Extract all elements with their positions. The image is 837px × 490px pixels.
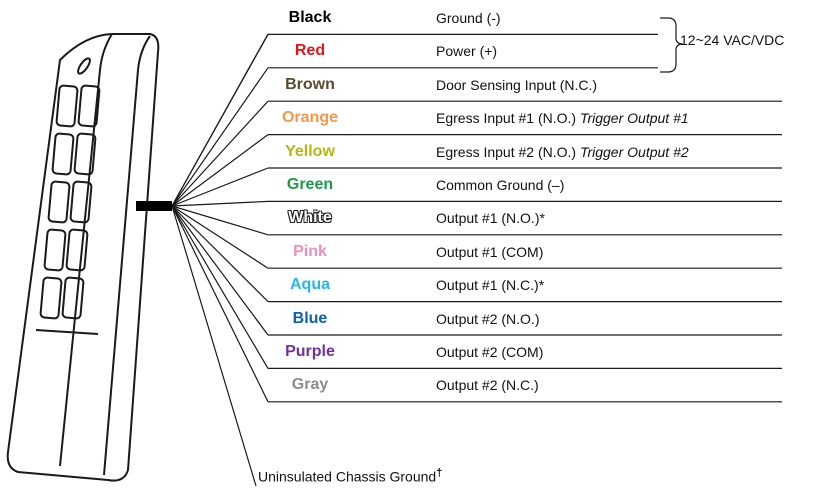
device-lower-panel [35,329,99,335]
key-column-left [39,84,79,320]
device-outer-shell [6,33,160,482]
wire-function: Output #2 (N.O.) [436,303,539,335]
wire-function: Egress Input #2 (N.O.) Trigger Output #2 [436,136,689,168]
wire-row: Blue Output #2 (N.O.) [0,303,837,335]
supply-brace [660,17,684,73]
wire-color-name: Yellow [285,142,335,160]
wire-function-text: Ground (-) [436,10,501,26]
chassis-ground-label: Uninsulated Chassis Ground† [258,463,442,487]
wire-row: Green Common Ground (–) [0,169,837,201]
cable-exit [136,201,172,211]
wire-lead [171,134,269,207]
wire-function-text: Output #2 (COM) [436,344,544,360]
wire-color-name: Brown [285,75,335,93]
wire-lead [171,205,269,269]
wire-function-text: Egress Input #1 (N.O.) [436,110,580,127]
wire-lead [171,200,269,207]
wire-row: Orange Egress Input #1 (N.O.) Trigger Out… [0,102,837,134]
wire-function-text: Output #1 (N.C.)* [436,277,545,294]
power-supply-label: 12~24 VAC/VDC [680,32,785,48]
wire-function: Output #1 (N.C.)* [436,269,544,301]
wire-row: White Output #1 (N.O.)* [0,202,837,234]
wire-function: Ground (-) [436,2,501,34]
device-front-edge [59,33,113,467]
wire-lead [171,33,269,207]
wire-function: Door Sensing Input (N.C.) [436,69,597,101]
wire-function-text: Output #2 (N.C.) [436,377,539,394]
wire-row: Black Ground (-) [0,2,837,34]
wire-fan [171,33,782,487]
wire-lead [171,205,269,403]
wire-function-text: Common Ground (–) [436,177,565,193]
chassis-ground-text: Uninsulated Chassis Ground [258,468,437,485]
keypad-reader-device [6,33,160,482]
wire-color-name: Black [288,9,332,26]
wire-function: Power (+) [436,35,497,67]
wire-color-name: Pink [293,242,327,260]
wire-function: Egress Input #1 (N.O.) Trigger Output #1 [436,102,689,134]
wire-row: Yellow Egress Input #2 (N.O.) Trigger Out… [0,136,837,168]
wire-function-text: Door Sensing Input (N.C.) [436,76,598,93]
wire-color-name: Green [286,176,334,193]
wire-function: Output #1 (COM) [436,236,543,268]
key-column-right [61,84,101,320]
wire-color-name: Red [294,42,326,60]
chassis-ground-lead [171,205,257,487]
wire-lead [171,205,269,336]
wire-function: Output #2 (N.C.) [436,369,539,401]
wire-lead [171,205,269,303]
wire-color-name: Blue [292,309,328,327]
wire-color-name: White [288,209,332,227]
wire-function-text: Egress Input #2 (N.O.) [436,143,580,160]
wire-lead [171,205,269,369]
wire-color-name: Aqua [290,276,330,294]
wire-trigger-text: Trigger Output #2 [579,143,689,160]
wire-lead [171,100,269,207]
status-led-icon [77,57,91,75]
wire-trigger-text: Trigger Output #1 [579,110,689,127]
wire-function-text: Output #2 (N.O.) [436,310,540,327]
wire-lead [171,67,269,207]
wire-function: Output #2 (COM) [436,336,543,368]
wire-row: Aqua Output #1 (N.C.)* [0,269,837,301]
wire-color-name: Purple [285,343,335,360]
wire-function-text: Output #1 (N.O.)* [436,210,545,227]
wire-row: Red Power (+) [0,35,837,67]
wire-row: Brown Door Sensing Input (N.C.) [0,69,837,101]
wire-lead [171,167,269,207]
dagger-mark: † [436,467,443,479]
wire-row: Pink Output #1 (COM) [0,236,837,268]
wire-color-name: Gray [291,376,329,394]
wire-row: Purple Output #2 (COM) [0,336,837,368]
wire-lead [171,205,269,236]
wire-function-text: Output #1 (COM) [436,243,544,260]
wire-function: Common Ground (–) [436,169,564,201]
wire-function-text: Power (+) [436,43,498,60]
wire-function: Output #1 (N.O.)* [436,202,545,234]
device-side-edge [103,35,151,476]
wire-row: Gray Output #2 (N.C.) [0,369,837,401]
wire-color-name: Orange [281,109,338,127]
